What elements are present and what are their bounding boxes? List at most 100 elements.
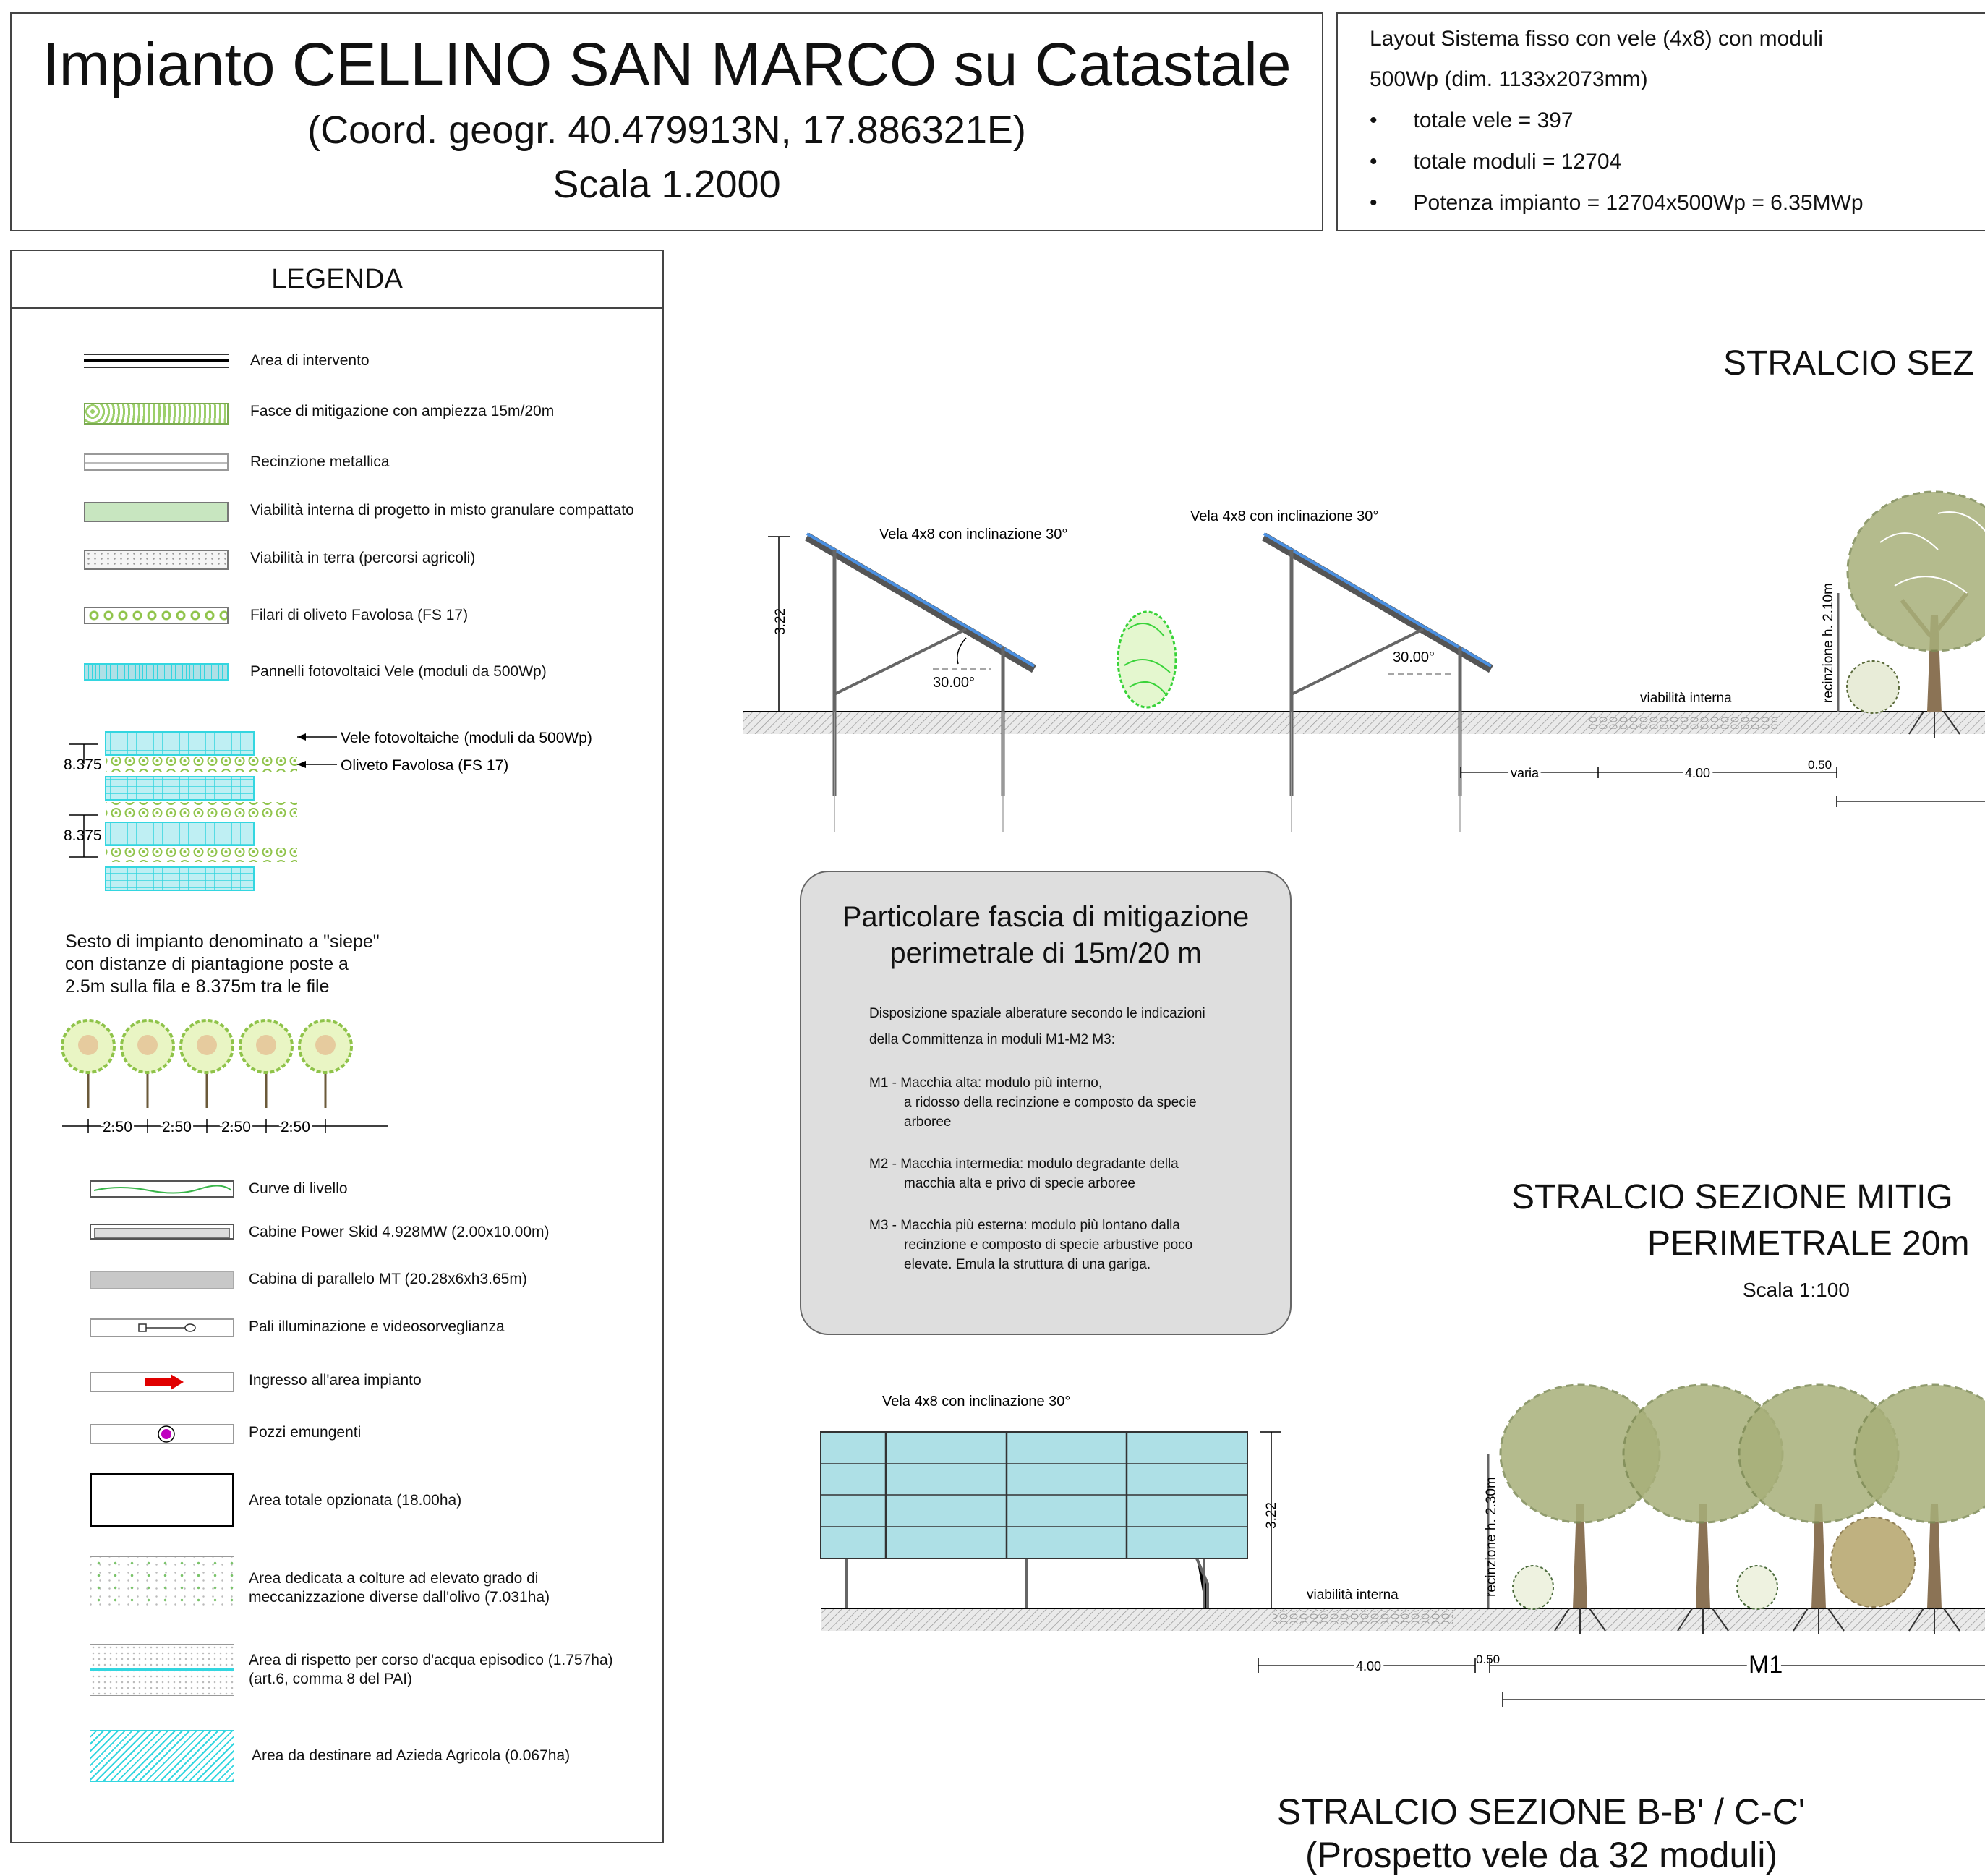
s1-road-label: viabilità interna: [1640, 691, 1732, 706]
legend-label: Recinzione metallica: [250, 453, 390, 470]
section3-title-2: (Prospetto vele da 32 moduli): [1305, 1835, 1778, 1875]
note-line: elevate. Emula la struttura di una garig…: [904, 1257, 1151, 1272]
legend-label: Pannelli fotovoltaici Vele (moduli da 50…: [250, 663, 547, 680]
s1-angle-label: 30.00°: [1393, 649, 1435, 665]
hedge-text-line: Sesto di impianto denominato a "siepe": [65, 931, 380, 952]
s2-dim-050: 0.50: [1476, 1653, 1500, 1666]
legend-label: Area di intervento: [250, 352, 370, 369]
filari-symbol: [84, 607, 229, 624]
legend-label: Viabilità interna di progetto in misto g…: [250, 502, 634, 519]
hedge-trees: 2.50 2.50 2.50 2.50: [61, 1019, 388, 1138]
note-line: a ridosso della recinzione e composto da…: [904, 1095, 1197, 1110]
area-colture-line: meccanizzazione diverse dall'olivo (7.03…: [249, 1589, 550, 1606]
spacing-label: 2.50: [162, 1119, 192, 1135]
panel-row: [105, 731, 255, 756]
tree-icon: [1738, 1383, 1900, 1634]
legend-item-area-rispetto: Area di rispetto per corso d'acqua episo…: [12, 1644, 662, 1709]
section2-drawing: Vela 4x8 con inclinazione 30° 3.22 viabi…: [803, 1383, 1985, 1707]
shrub-icon: [1830, 1517, 1916, 1608]
area-colture-label: Area dedicata a colture ad elevato grado…: [249, 1569, 550, 1607]
legend-item-area-azienda: Area da destinare ad Azieda Agricola (0.…: [12, 1730, 662, 1795]
panel-row: [105, 776, 255, 801]
fasce-symbol: [84, 403, 229, 425]
shrub-icon: [1846, 660, 1900, 714]
legend-label: Cabina di parallelo MT (20.28x6xh3.65m): [249, 1271, 527, 1287]
pozzi-symbol: [90, 1424, 234, 1444]
tree-icon: [1499, 1383, 1661, 1634]
layout-bullet-2: •totale moduli = 12704: [1370, 150, 1622, 174]
legend-item-pozzi: Pozzi emungenti: [12, 1417, 662, 1460]
note-line: M1 - Macchia alta: modulo più interno,: [869, 1075, 1103, 1091]
legend-item-cabina-mt: Cabina di parallelo MT (20.28x6xh3.65m): [12, 1263, 662, 1307]
legend-item-area-intervento: Area di intervento: [12, 345, 662, 388]
s2-road-label: viabilità interna: [1307, 1587, 1399, 1603]
section3-title-1: STRALCIO SEZIONE B-B' / C-C': [1277, 1791, 1806, 1832]
s1-dim-varia: varia: [1511, 766, 1540, 780]
s1-dim-4: 4.00: [1685, 766, 1710, 780]
note-line: macchia alta e privo di specie arboree: [904, 1176, 1136, 1191]
olive-row: [106, 757, 297, 772]
spacing-label: 2.50: [221, 1119, 251, 1135]
legend-item-recinzione: Recinzione metallica: [12, 446, 662, 490]
olive-row: [106, 802, 297, 817]
rows-diagram: Vele fotovoltaiche (moduli da 500Wp) Oli…: [64, 730, 592, 891]
legend-item-pali: Pali illuminazione e videosorveglianza: [12, 1311, 662, 1355]
legend-item-pannelli: Pannelli fotovoltaici Vele (moduli da 50…: [12, 656, 662, 699]
note-m2: M2 - Macchia intermedia: modulo degradan…: [869, 1154, 1179, 1193]
shrub-icon: [1736, 1565, 1778, 1610]
layout-line2: 500Wp (dim. 1133x2073mm): [1370, 67, 1648, 91]
s2-vela-label: Vela 4x8 con inclinazione 30°: [882, 1394, 1070, 1410]
s1-angle-label: 30.00°: [933, 675, 975, 691]
cabine-skid-symbol: [90, 1224, 234, 1240]
legend-item-viabilita-terra: Viabilità in terra (percorsi agricoli): [12, 542, 662, 586]
layout-bullet-1: •totale vele = 397: [1370, 108, 1574, 132]
area-colture-symbol: [90, 1556, 234, 1608]
legend-item-filari: Filari di oliveto Favolosa (FS 17): [12, 600, 662, 643]
note-box: Particolare fascia di mitigazione perime…: [800, 871, 1292, 1335]
spacing-label: 2.50: [281, 1119, 310, 1135]
legend-label: Area da destinare ad Azieda Agricola (0.…: [252, 1747, 571, 1764]
area-totale-symbol: [90, 1473, 234, 1527]
s2-dim-4: 4.00: [1356, 1659, 1381, 1674]
area-intervento-symbol: [84, 354, 229, 368]
s1-vela-label: Vela 4x8 con inclinazione 30°: [879, 526, 1067, 542]
note-body: Disposizione spaziale alberature secondo…: [869, 1001, 1205, 1053]
legend-label: Pozzi emungenti: [249, 1424, 362, 1441]
title-box: Impianto CELLINO SAN MARCO su Catastale …: [10, 12, 1323, 231]
area-rispetto-label: Area di rispetto per corso d'acqua episo…: [249, 1651, 613, 1689]
note-line: M2 - Macchia intermedia: modulo degradan…: [869, 1156, 1179, 1172]
note-m3: M3 - Macchia più esterna: modulo più lon…: [869, 1216, 1192, 1274]
s1-dim-050: 0.50: [1808, 758, 1832, 772]
tree-icon: [1846, 490, 1985, 738]
viabilita-terra-symbol: [84, 550, 229, 570]
panel-row: [105, 822, 255, 846]
pv-structure: [804, 532, 1037, 832]
tree-icon: [298, 1019, 353, 1108]
legend-item-area-colture: Area dedicata a colture ad elevato grado…: [12, 1556, 662, 1621]
s2-height-label: 3.22: [1264, 1502, 1279, 1529]
note-title-2: perimetrale di 15m/20 m: [889, 937, 1202, 969]
note-line: Disposizione spaziale alberature secondo…: [869, 1006, 1205, 1021]
hedge-text: Sesto di impianto denominato a "siepe" c…: [65, 931, 380, 998]
area-rispetto-line: (art.6, comma 8 del PAI): [249, 1671, 413, 1687]
note-line: arboree: [904, 1114, 952, 1130]
s2-m1-label: M1: [1749, 1651, 1783, 1679]
legend-box: LEGENDA Area di intervento Fasce di miti…: [10, 250, 664, 1843]
s1-height-label: 3.22: [773, 608, 788, 635]
section2-title-2: PERIMETRALE 20m: [1647, 1224, 1970, 1263]
tree-icon: [61, 1019, 116, 1108]
tree-icon: [239, 1019, 294, 1108]
pv-panel-front: [820, 1431, 1248, 1620]
section2-scale: Scala 1:100: [1743, 1279, 1850, 1301]
note-m1: M1 - Macchia alta: modulo più interno, a…: [869, 1073, 1197, 1132]
ingresso-symbol: [90, 1372, 234, 1392]
layout-info-box: Layout Sistema fisso con vele (4x8) con …: [1336, 12, 1985, 231]
s2-fence-label: recinzione h. 2.30m: [1484, 1477, 1499, 1597]
section1-title: STRALCIO SEZ: [1723, 344, 1974, 383]
section2-title-1: STRALCIO SEZIONE MITIG: [1511, 1178, 1953, 1216]
layout-bullet-3: •Potenza impianto = 12704x500Wp = 6.35MW…: [1370, 191, 1864, 215]
curve-livello-symbol: [90, 1180, 234, 1198]
pv-structure: [1261, 532, 1494, 832]
tree-icon: [179, 1019, 234, 1108]
olive-row: [106, 848, 297, 862]
